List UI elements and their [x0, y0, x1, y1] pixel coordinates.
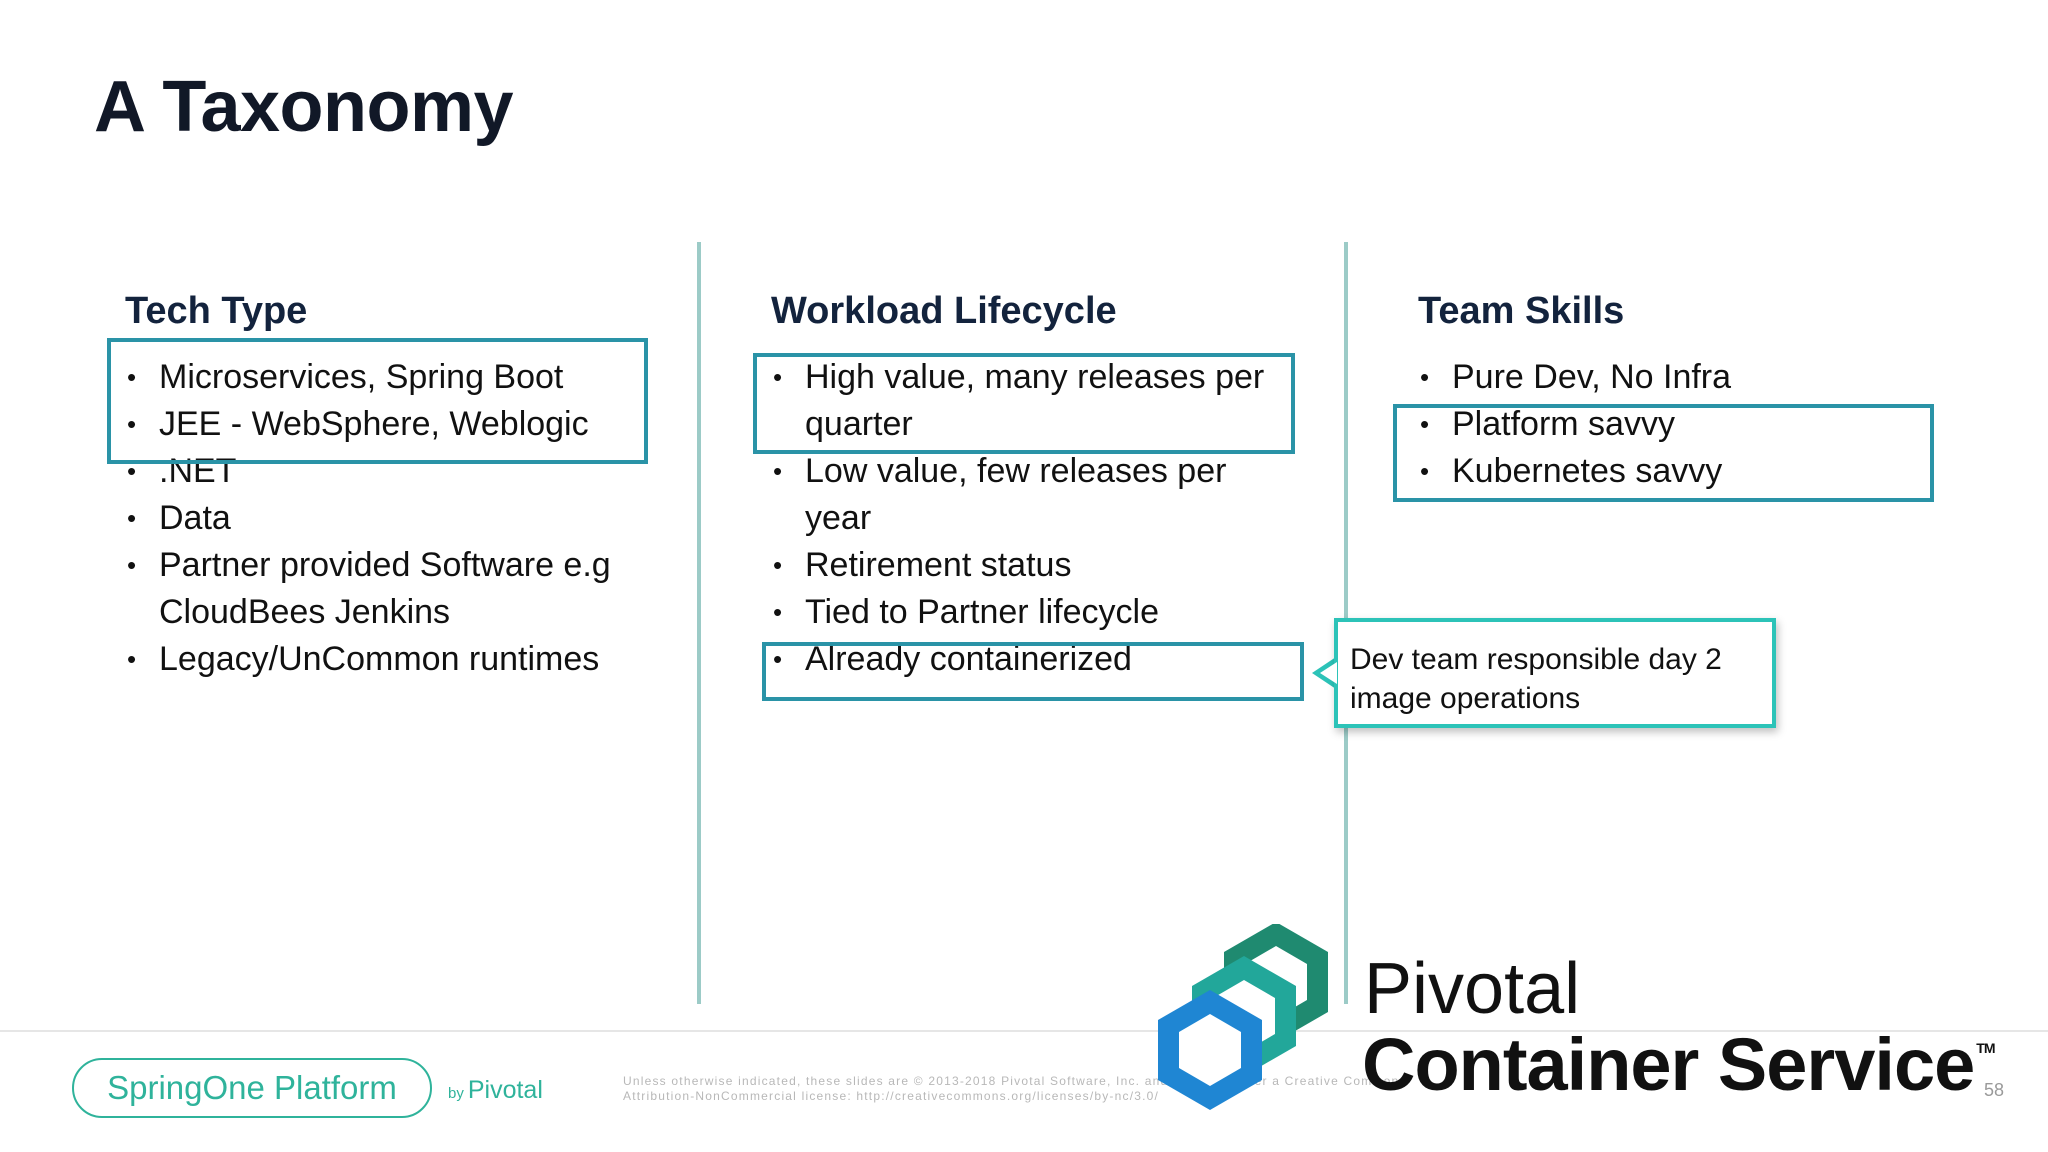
column-divider [697, 242, 701, 1004]
bullet-icon: • [773, 644, 783, 674]
list-item: •Platform savvy [1418, 401, 1978, 448]
pks-logo-icon [1158, 924, 1328, 1110]
pks-hex-front [1158, 990, 1262, 1110]
callout: Dev team responsible day 2 image operati… [1334, 618, 1776, 728]
list-item: •Legacy/UnCommon runtimes [125, 636, 685, 683]
list-item: •Tied to Partner lifecycle [771, 589, 1331, 636]
workload-lifecycle-heading: Workload Lifecycle [771, 290, 1117, 332]
slide-title: A Taxonomy [94, 67, 514, 147]
bullet-icon: • [127, 362, 137, 392]
highlight-box [1393, 404, 1934, 502]
list-item: •Kubernetes savvy [1418, 448, 1978, 495]
pks-logo-word-pivotal: Pivotal [1364, 949, 1581, 1029]
bullet-icon: • [127, 644, 137, 674]
bullet-icon: • [773, 456, 783, 486]
bullet-icon: • [1420, 456, 1430, 486]
springone-platform-logo: SpringOne Platform [72, 1058, 432, 1118]
team-skills-heading: Team Skills [1418, 290, 1625, 332]
bullet-icon: • [127, 409, 137, 439]
callout-line: Dev team responsible day 2 [1350, 643, 1722, 676]
team-skills-list: •Pure Dev, No Infra •Platform savvy •Kub… [1418, 354, 1978, 495]
callout-line: image operations [1350, 682, 1581, 715]
bullet-icon: • [127, 456, 137, 486]
highlight-box [753, 353, 1295, 454]
highlight-box [107, 338, 648, 464]
bullet-icon: • [1420, 362, 1430, 392]
tech-type-list: •Microservices, Spring Boot •JEE - WebSp… [125, 354, 685, 683]
highlight-box [762, 642, 1304, 701]
list-item: •Microservices, Spring Boot [125, 354, 685, 401]
bullet-icon: • [1420, 409, 1430, 439]
bullet-icon: • [127, 550, 137, 580]
bullet-icon: • [127, 503, 137, 533]
list-item: •Data [125, 495, 685, 542]
callout-pointer-inner [1320, 662, 1337, 684]
list-item: •Pure Dev, No Infra [1418, 354, 1978, 401]
bullet-icon: • [773, 362, 783, 392]
tech-type-heading: Tech Type [125, 290, 308, 332]
bullet-icon: • [773, 550, 783, 580]
list-item: •.NET [125, 448, 685, 495]
list-item: •Already containerized [771, 636, 1331, 683]
footer-divider [0, 1030, 2048, 1032]
list-item: •JEE - WebSphere, Weblogic [125, 401, 685, 448]
bullet-icon: • [773, 597, 783, 627]
list-item: •Retirement status [771, 542, 1331, 589]
page-number: 58 [1984, 1080, 2005, 1100]
